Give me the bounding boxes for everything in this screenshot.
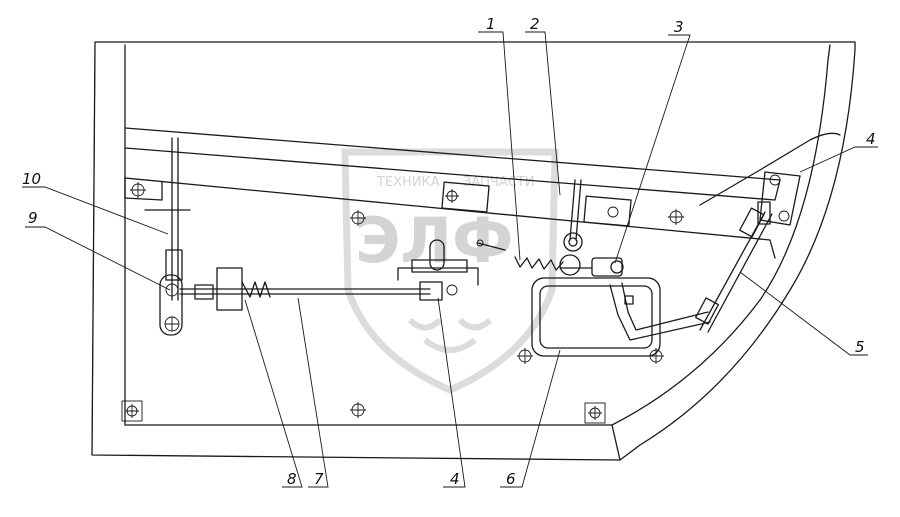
right-bracket — [757, 171, 801, 226]
bolt-2 — [350, 210, 366, 226]
horizontal-rod — [179, 267, 431, 311]
callout-1: 1 — [486, 15, 496, 33]
upper-bracket — [441, 181, 632, 227]
crank-lever — [609, 282, 711, 341]
door-panel-outline — [91, 41, 856, 461]
callout-9: 9 — [28, 209, 38, 227]
callout-7: 7 — [314, 470, 324, 488]
bolt-4 — [350, 402, 366, 418]
bolt-1 — [130, 182, 146, 198]
diagonal-rod — [695, 207, 773, 333]
lock-link — [559, 257, 624, 277]
watermark-text-left: ТЕХНИКА — [376, 175, 440, 190]
callout-8: 8 — [287, 470, 297, 488]
watermark-logo: ТЕХНИКА ЗАПЧАСТИ ЭЛФ — [341, 148, 559, 394]
watermark-text-right: ЗАПЧАСТИ — [463, 175, 535, 190]
spring-1 — [476, 239, 564, 271]
bolt-5 — [517, 348, 533, 364]
bolt-8 — [584, 402, 606, 424]
callout-5: 5 — [855, 338, 865, 356]
callout-labels: 1 2 3 4 5 6 4 7 8 9 10 — [22, 15, 876, 488]
center-bracket — [397, 239, 479, 301]
callout-4-bottom: 4 — [450, 470, 460, 488]
callout-6: 6 — [506, 470, 516, 488]
bolt-9 — [445, 189, 459, 203]
upper-beam — [124, 127, 841, 259]
vertical-rod — [144, 137, 191, 301]
callout-2: 2 — [530, 15, 540, 33]
bolt-7 — [121, 400, 143, 422]
leader-lines — [22, 31, 878, 488]
bolt-3 — [668, 209, 684, 225]
handle-recess — [531, 277, 661, 357]
lever-arm — [159, 274, 183, 336]
callout-3: 3 — [674, 18, 684, 36]
pull-handle — [559, 179, 583, 276]
callout-10: 10 — [22, 170, 41, 188]
callout-4-right: 4 — [866, 130, 876, 148]
